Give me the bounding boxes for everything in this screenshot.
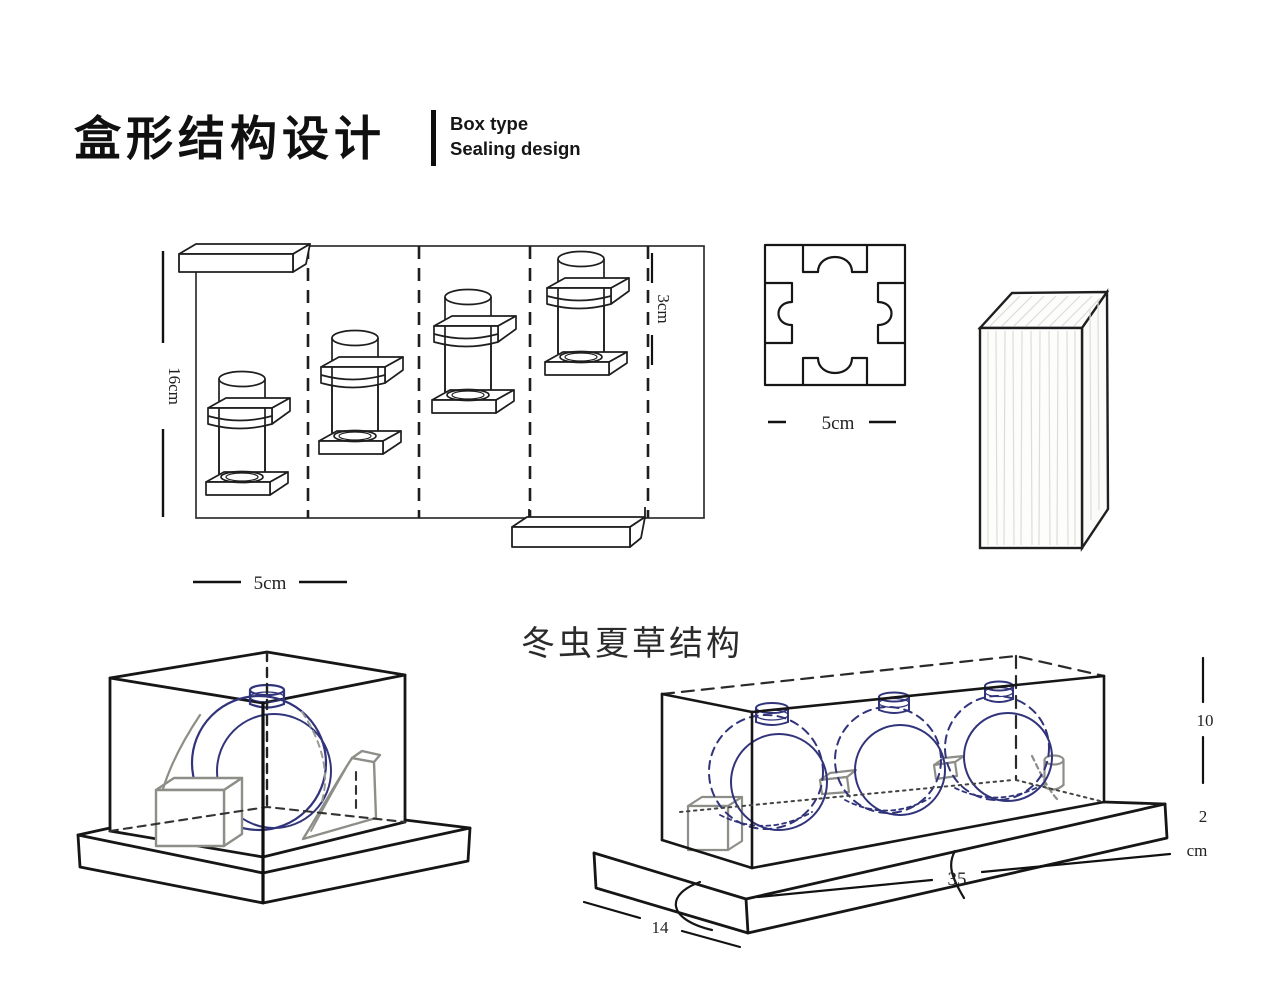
triple-case-diagram: 14 35 10 2 cm — [582, 654, 1214, 949]
dimension-35-label: 35 — [948, 869, 967, 890]
tube-unit-4 — [544, 250, 630, 376]
dimension-10-label: 10 — [1197, 711, 1214, 730]
page-title: 盒形结构设计 — [74, 112, 386, 165]
title-divider — [431, 110, 436, 166]
case-supports — [686, 754, 1065, 852]
tube-unit-3 — [431, 288, 517, 414]
support-block-left — [154, 776, 244, 848]
sphere-jar-3 — [944, 680, 1053, 802]
tube-unit-1 — [205, 370, 291, 496]
subtitle-line-1: Box type — [450, 113, 529, 134]
wood-block-diagram — [977, 288, 1110, 552]
structure-caption: 冬虫夏草结构 — [521, 626, 743, 663]
wood-grain — [987, 295, 1101, 546]
dimension-5cm-section-label: 5cm — [822, 413, 855, 434]
tube-unit-2 — [318, 329, 404, 455]
dimension-unit-label: cm — [1187, 841, 1208, 860]
single-case-diagram — [76, 650, 472, 905]
dimension-3cm-label: 3cm — [654, 294, 673, 323]
unfolded-pattern-diagram: 16cm 3cm 5cm — [161, 243, 705, 594]
support-wedge-right — [301, 749, 382, 841]
dimension-14 — [582, 900, 742, 949]
glue-tab-top — [178, 243, 311, 273]
subtitle-line-2: Sealing design — [450, 138, 581, 159]
page-subtitle: Box type Sealing design — [450, 111, 581, 161]
glue-tab-bottom — [511, 507, 646, 548]
dimension-5cm-pattern-label: 5cm — [254, 573, 287, 594]
sphere-jar-2 — [834, 691, 946, 816]
cross-section-diagram: 5cm — [763, 243, 907, 434]
fold-lines — [306, 246, 650, 518]
dimension-35 — [756, 852, 1172, 899]
dimension-14-label: 14 — [652, 918, 670, 937]
dimension-16cm-label: 16cm — [165, 367, 184, 405]
dimension-2-label: 2 — [1199, 807, 1208, 826]
